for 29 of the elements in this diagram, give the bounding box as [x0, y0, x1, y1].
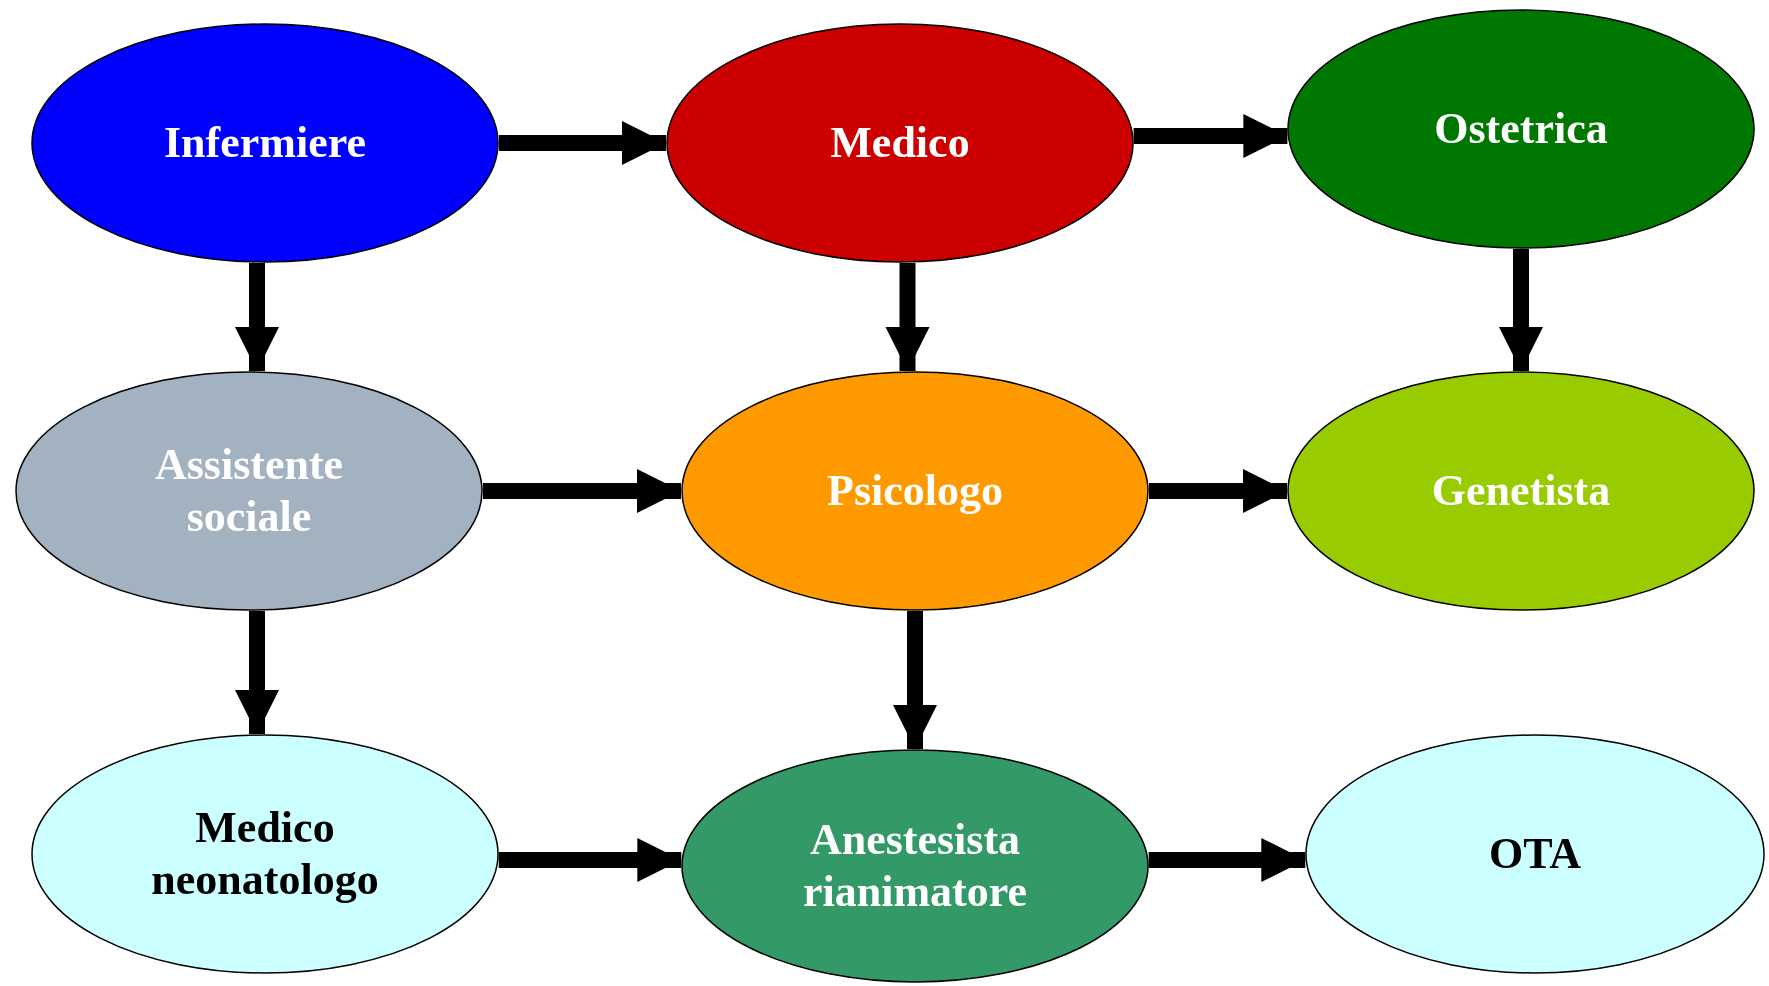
- oval-node: [1305, 734, 1765, 974]
- arrow: [893, 611, 937, 749]
- node-label: OTA: [1488, 828, 1582, 880]
- arrow: [1499, 249, 1543, 371]
- arrow: [498, 838, 682, 882]
- oval-node: [1287, 9, 1755, 249]
- node-label: Ostetrica: [1434, 103, 1608, 155]
- oval-node: [1287, 371, 1755, 611]
- node-label: Infermiere: [164, 117, 366, 169]
- arrow: [499, 121, 666, 165]
- arrow: [235, 262, 279, 372]
- oval-node: [681, 749, 1149, 983]
- node-label: Psicologo: [827, 465, 1003, 517]
- node-label: Assistente sociale: [153, 439, 345, 543]
- node-label: Anestesista rianimatore: [802, 814, 1028, 918]
- oval-node: [31, 734, 499, 974]
- arrow: [1149, 469, 1287, 513]
- oval-node: [31, 23, 499, 263]
- oval-node: [681, 371, 1149, 611]
- arrow: [235, 610, 279, 735]
- arrow: [483, 469, 681, 513]
- node-label: Medico neonatologo: [150, 802, 380, 906]
- arrow: [1148, 838, 1306, 882]
- node-label: Genetista: [1431, 465, 1611, 517]
- oval-node: [15, 371, 483, 611]
- arrow: [1133, 114, 1288, 158]
- node-label: Medico: [830, 117, 970, 169]
- oval-node: [666, 23, 1134, 263]
- arrow: [885, 262, 930, 372]
